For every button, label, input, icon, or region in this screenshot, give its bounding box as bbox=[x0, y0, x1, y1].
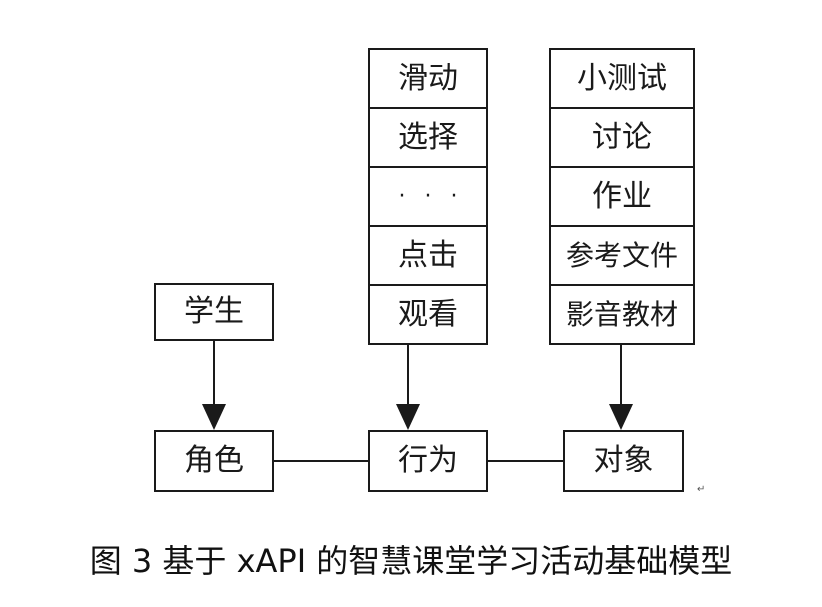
object-cell-2: 讨论 bbox=[549, 107, 695, 167]
verb-label-ellipsis: · · · bbox=[398, 184, 464, 209]
object-label-3: 作业 bbox=[592, 179, 652, 214]
arrowhead-objects-to-object bbox=[609, 404, 633, 430]
verb-cell-ellipsis: · · · bbox=[368, 166, 488, 226]
action-box-label: 行为 bbox=[398, 443, 458, 478]
object-cell-3: 作业 bbox=[549, 166, 695, 226]
role-box-label: 角色 bbox=[184, 443, 244, 478]
actor-box-label: 学生 bbox=[184, 294, 244, 329]
object-box-label: 对象 bbox=[593, 443, 654, 478]
verb-cell-4: 点击 bbox=[368, 225, 488, 285]
actor-box-student: 学生 bbox=[154, 283, 274, 341]
verb-label-5: 观看 bbox=[398, 296, 458, 332]
verb-cell-2: 选择 bbox=[368, 107, 488, 167]
object-cell-5: 影音教材 bbox=[549, 284, 695, 345]
object-label-5: 影音教材 bbox=[565, 297, 678, 331]
object-label-4: 参考文件 bbox=[565, 239, 678, 272]
verb-cell-5: 观看 bbox=[368, 284, 488, 345]
verb-cell-1: 滑动 bbox=[368, 48, 488, 108]
arrowhead-student-to-role bbox=[202, 404, 226, 430]
figure-caption: 图 3 基于 xAPI 的智慧课堂学习活动基础模型 bbox=[89, 542, 733, 580]
object-cell-4: 参考文件 bbox=[549, 225, 695, 285]
action-box: 行为 bbox=[368, 430, 488, 492]
arrowhead-verbs-to-action bbox=[396, 404, 420, 430]
object-label-1: 小测试 bbox=[577, 61, 667, 96]
verb-label-4: 点击 bbox=[398, 238, 458, 273]
object-box: 对象 bbox=[563, 430, 684, 492]
verb-label-2: 选择 bbox=[398, 120, 458, 155]
return-mark: ↵ bbox=[697, 484, 706, 495]
verb-label-1: 滑动 bbox=[398, 61, 458, 96]
role-box: 角色 bbox=[154, 430, 274, 492]
object-label-2: 讨论 bbox=[592, 120, 652, 155]
object-cell-1: 小测试 bbox=[549, 48, 695, 108]
